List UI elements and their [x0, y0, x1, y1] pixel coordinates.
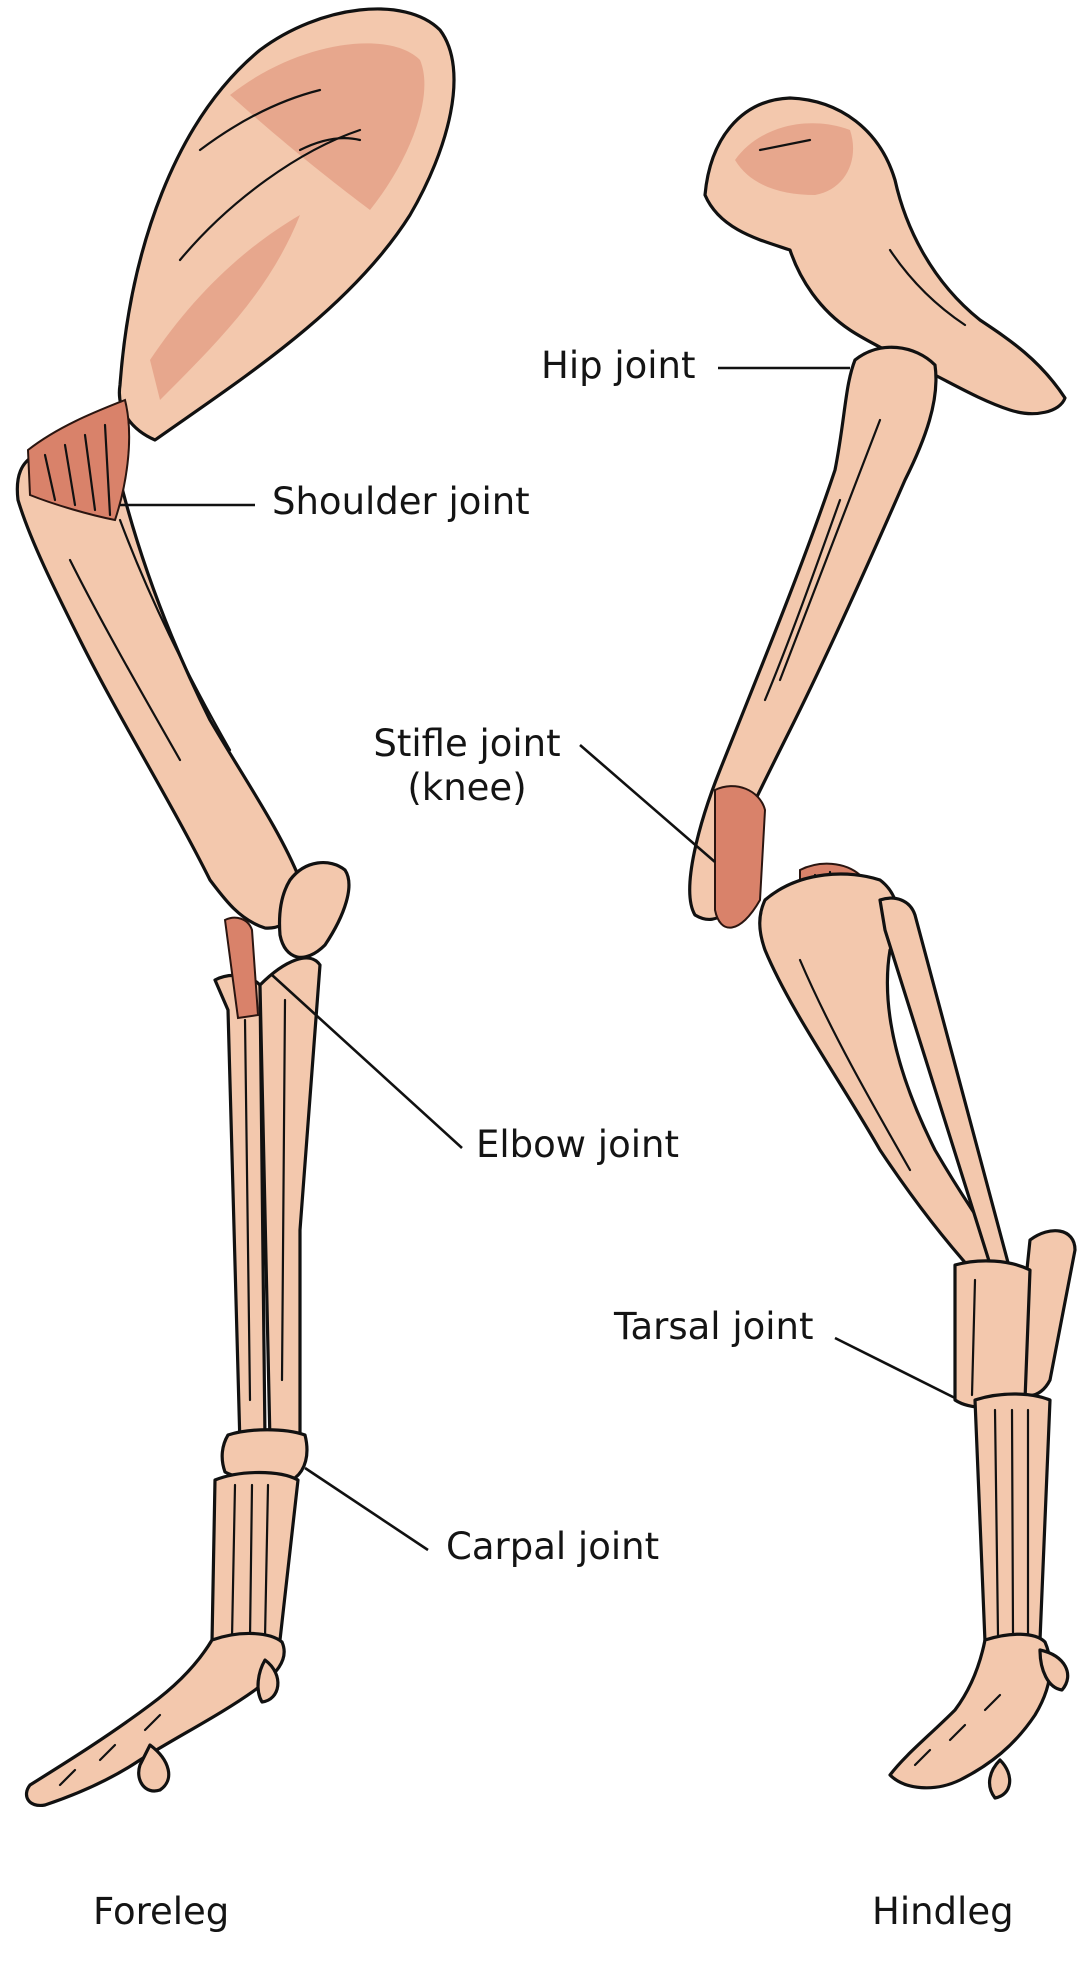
metacarpals [210, 1470, 300, 1644]
label-stifle-joint-line1: Stifle joint [373, 722, 561, 765]
label-hip-joint: Hip joint [541, 344, 696, 387]
leader-stifle-joint [579, 744, 716, 863]
leader-carpal-joint [304, 1466, 429, 1552]
caption-foreleg: Foreleg [93, 1890, 230, 1933]
hindleg-skeleton [688, 96, 1077, 1800]
label-shoulder-joint: Shoulder joint [272, 480, 530, 523]
leader-elbow-joint [271, 974, 463, 1149]
label-tarsal-joint: Tarsal joint [614, 1305, 814, 1348]
tarsal-bones [953, 1259, 1032, 1410]
radius [213, 973, 267, 1447]
caption-hindleg: Hindleg [872, 1890, 1014, 1933]
foreleg-skeleton [15, 7, 456, 1808]
label-elbow-joint: Elbow joint [476, 1123, 679, 1166]
label-carpal-joint: Carpal joint [446, 1525, 660, 1568]
ulna [258, 956, 322, 1444]
label-stifle-joint-line2: (knee) [407, 766, 527, 810]
elbow-muscle [223, 916, 260, 1020]
olecranon [277, 861, 351, 959]
humerus [15, 446, 305, 930]
stifle-muscle-front [714, 785, 767, 929]
label-stifle-joint: Stifle joint (knee) [362, 722, 572, 811]
leader-tarsal-joint [834, 1336, 956, 1400]
